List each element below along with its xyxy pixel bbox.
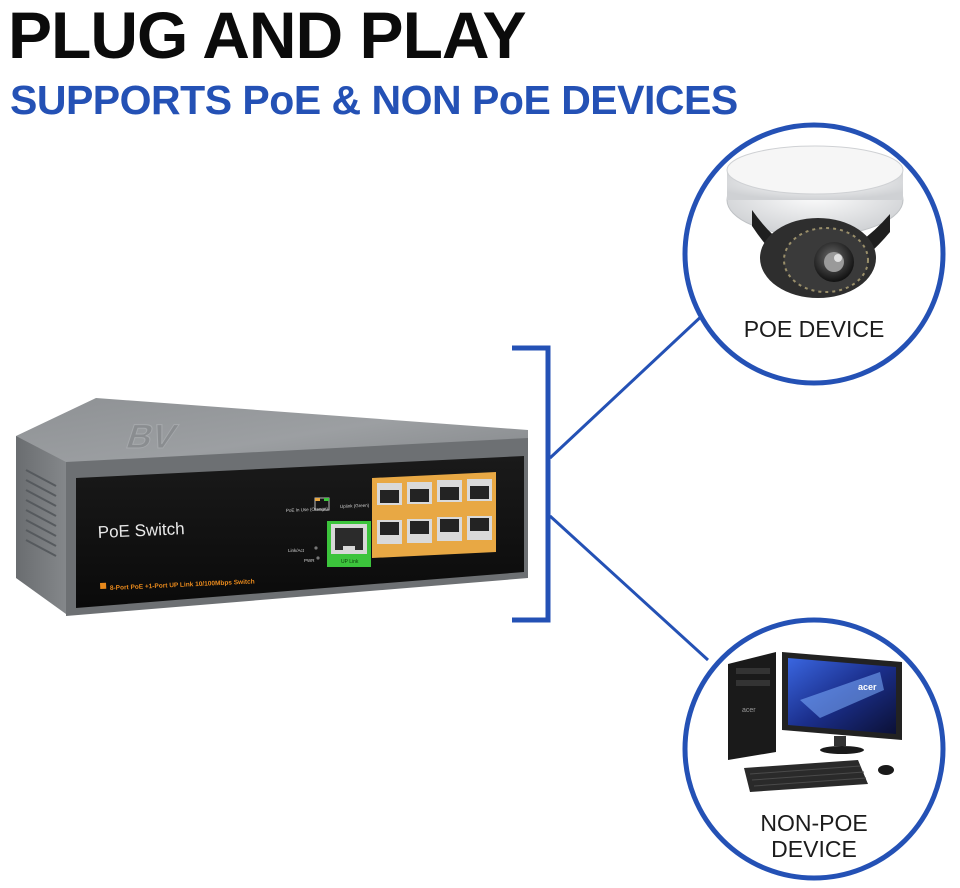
connector-line-nonpoe: [548, 514, 710, 662]
desktop-computer-icon: acer acer: [728, 652, 902, 792]
monitor-brand-tower: acer: [742, 707, 756, 714]
connector-line-poe: [548, 310, 708, 460]
poe-device-label: POE DEVICE: [743, 316, 885, 342]
nonpoe-label-line1: NON-POE: [760, 810, 868, 836]
headline: PLUG AND PLAY: [8, 0, 527, 72]
legend-port-icon: [314, 497, 330, 511]
legend-uplink: Uplink (Green): [340, 503, 370, 509]
dome-camera-icon: [726, 145, 904, 298]
led-link-label: Link/Act: [288, 548, 305, 553]
poe-ports: [372, 472, 496, 558]
uplink-label: UP Link: [341, 559, 359, 565]
led-link: [314, 546, 318, 550]
uplink-port: UP Link: [327, 521, 371, 567]
nonpoe-label-line2: DEVICE: [771, 836, 857, 862]
poe-switch: BV PoE Switch 8-Port PoE +1-Port UP Link…: [16, 398, 528, 616]
led-pwr-label: PWR: [304, 558, 315, 563]
nonpoe-device-label: NON-POE DEVICE: [714, 810, 914, 862]
switch-side: [16, 436, 66, 614]
legend-poe-in-use: PoE In Use (Orange): [286, 506, 329, 513]
led-pwr: [316, 556, 320, 560]
monitor-brand: acer: [858, 682, 877, 692]
subheadline: SUPPORTS PoE & NON PoE DEVICES: [10, 77, 738, 123]
switch-front-label: PoE Switch: [97, 519, 185, 542]
bracket: [512, 345, 551, 623]
